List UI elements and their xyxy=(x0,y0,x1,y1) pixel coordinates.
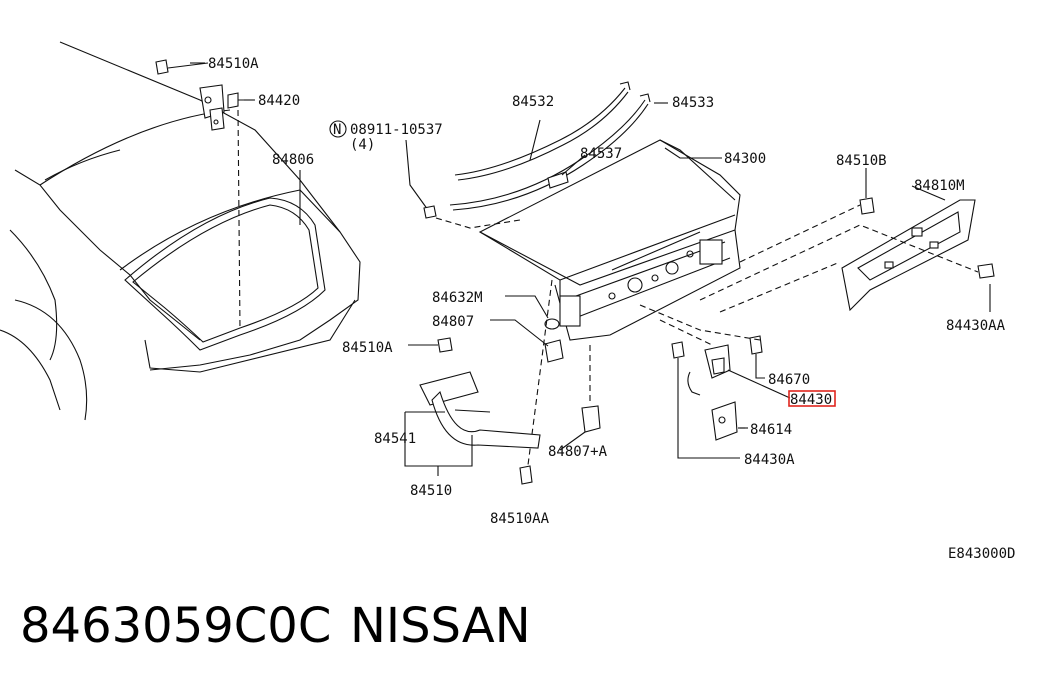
highlight-box xyxy=(788,390,836,407)
n-symbol-circle xyxy=(329,120,347,138)
label-84537: 84537 xyxy=(580,146,622,162)
label-84532: 84532 xyxy=(512,94,554,110)
part-number: 8463059C0C xyxy=(20,598,332,654)
leader-lines xyxy=(190,62,946,429)
label-84806: 84806 xyxy=(272,152,314,168)
brand-name: NISSAN xyxy=(350,598,531,654)
garnish-84810M xyxy=(699,168,995,313)
lock-assembly-84430 xyxy=(639,304,791,459)
label-08911-qty: (4) xyxy=(350,137,375,153)
label-84430AA: 84430AA xyxy=(946,318,1006,334)
label-84510B: 84510B xyxy=(836,153,887,169)
label-08911: 08911-10537 xyxy=(350,122,443,138)
label-84670: 84670 xyxy=(768,372,810,388)
label-84541: 84541 xyxy=(374,431,416,447)
parts-diagram: N 84510A 84420 84532 84533 08911-10537 (… xyxy=(0,41,1015,562)
label-84430-highlighted: 84430 xyxy=(790,392,832,408)
label-84810M: 84810M xyxy=(914,178,965,194)
car-body-illustration xyxy=(0,41,361,421)
label-84510: 84510 xyxy=(410,483,452,499)
label-84807: 84807 xyxy=(432,314,474,330)
label-84510A-top: 84510A xyxy=(208,56,259,72)
label-84430A: 84430A xyxy=(744,452,795,468)
label-84614: 84614 xyxy=(750,422,792,438)
label-84632M: 84632M xyxy=(432,290,483,306)
label-84420: 84420 xyxy=(258,93,300,109)
label-84510AA: 84510AA xyxy=(490,511,550,527)
label-84533: 84533 xyxy=(672,95,714,111)
hinge-84420 xyxy=(155,59,255,331)
label-84807A: 84807+A xyxy=(548,444,608,460)
hinge-84510 xyxy=(404,337,541,485)
n-symbol-icon: N xyxy=(333,122,341,138)
label-84300: 84300 xyxy=(724,151,766,167)
bolt-08911 xyxy=(405,139,521,229)
label-84510A-mid: 84510A xyxy=(342,340,393,356)
trunk-lid-84300 xyxy=(478,139,741,341)
diagram-code: E843000D xyxy=(948,546,1015,562)
